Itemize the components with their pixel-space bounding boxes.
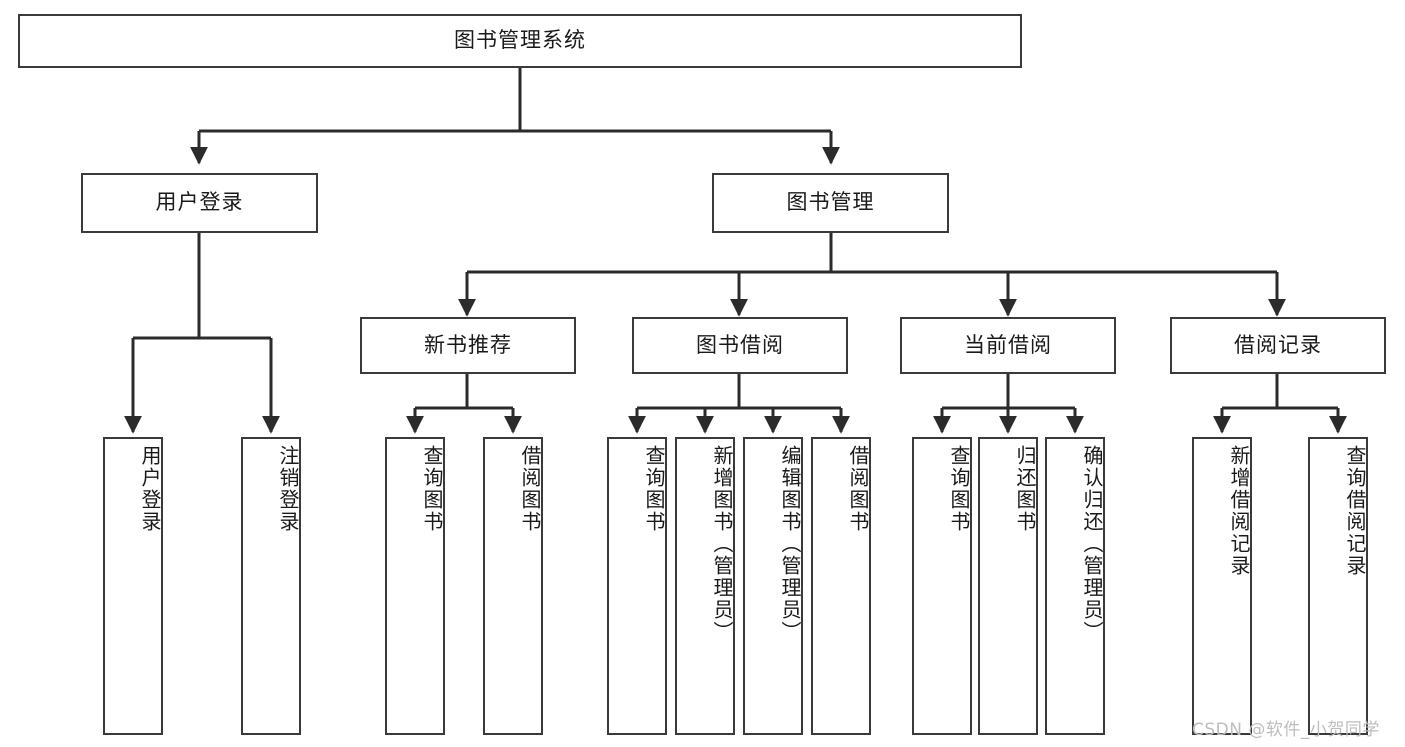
node-leaf-query-record[interactable]: 查询借阅记录 [1308, 437, 1368, 735]
node-leaf-query-book-3[interactable]: 查询图书 [912, 437, 972, 735]
watermark-text: CSDN @软件_小贺同学 [1192, 720, 1380, 740]
node-leaf-borrow-book-2[interactable]: 借阅图书 [811, 437, 871, 735]
node-leaf-query-book-1[interactable]: 查询图书 [385, 437, 445, 735]
node-leaf-add-book[interactable]: 新增图书（管理员） [675, 437, 735, 735]
node-leaf-add-book-label: 新增图书（管理员） [710, 445, 734, 643]
node-borrow-record[interactable]: 借阅记录 [1170, 317, 1386, 374]
node-leaf-borrow-book-1-label: 借阅图书 [518, 445, 542, 533]
node-new-book-rec[interactable]: 新书推荐 [360, 317, 576, 374]
node-leaf-logout[interactable]: 注销登录 [241, 437, 301, 735]
node-current-borrow-label: 当前借阅 [964, 332, 1052, 357]
node-book-borrow-label: 图书借阅 [696, 332, 784, 357]
node-user-login[interactable]: 用户登录 [81, 173, 318, 233]
node-book-manage-label: 图书管理 [786, 190, 875, 215]
node-book-borrow[interactable]: 图书借阅 [632, 317, 848, 374]
node-leaf-return-book[interactable]: 归还图书 [978, 437, 1038, 735]
node-leaf-edit-book-label: 编辑图书（管理员） [778, 445, 802, 643]
node-leaf-query-record-label: 查询借阅记录 [1343, 445, 1367, 577]
node-root[interactable]: 图书管理系统 [18, 14, 1022, 68]
node-new-book-rec-label: 新书推荐 [424, 332, 512, 357]
node-leaf-user-login-label: 用户登录 [138, 445, 162, 533]
node-leaf-logout-label: 注销登录 [276, 445, 300, 533]
node-leaf-edit-book[interactable]: 编辑图书（管理员） [743, 437, 803, 735]
node-leaf-confirm-return[interactable]: 确认归还（管理员） [1045, 437, 1105, 735]
node-leaf-user-login[interactable]: 用户登录 [103, 437, 163, 735]
node-leaf-query-book-1-label: 查询图书 [420, 445, 444, 533]
node-leaf-borrow-book-2-label: 借阅图书 [846, 445, 870, 533]
node-leaf-return-book-label: 归还图书 [1013, 445, 1037, 533]
node-root-label: 图书管理系统 [454, 28, 586, 53]
node-leaf-query-book-2-label: 查询图书 [642, 445, 666, 533]
node-borrow-record-label: 借阅记录 [1234, 332, 1322, 357]
node-book-manage[interactable]: 图书管理 [712, 173, 949, 233]
node-user-login-label: 用户登录 [155, 190, 244, 215]
node-leaf-borrow-book-1[interactable]: 借阅图书 [483, 437, 543, 735]
node-leaf-query-book-2[interactable]: 查询图书 [607, 437, 667, 735]
node-leaf-add-record[interactable]: 新增借阅记录 [1192, 437, 1252, 735]
node-leaf-query-book-3-label: 查询图书 [947, 445, 971, 533]
node-current-borrow[interactable]: 当前借阅 [900, 317, 1116, 374]
node-leaf-add-record-label: 新增借阅记录 [1227, 445, 1251, 577]
node-leaf-confirm-return-label: 确认归还（管理员） [1080, 445, 1104, 643]
